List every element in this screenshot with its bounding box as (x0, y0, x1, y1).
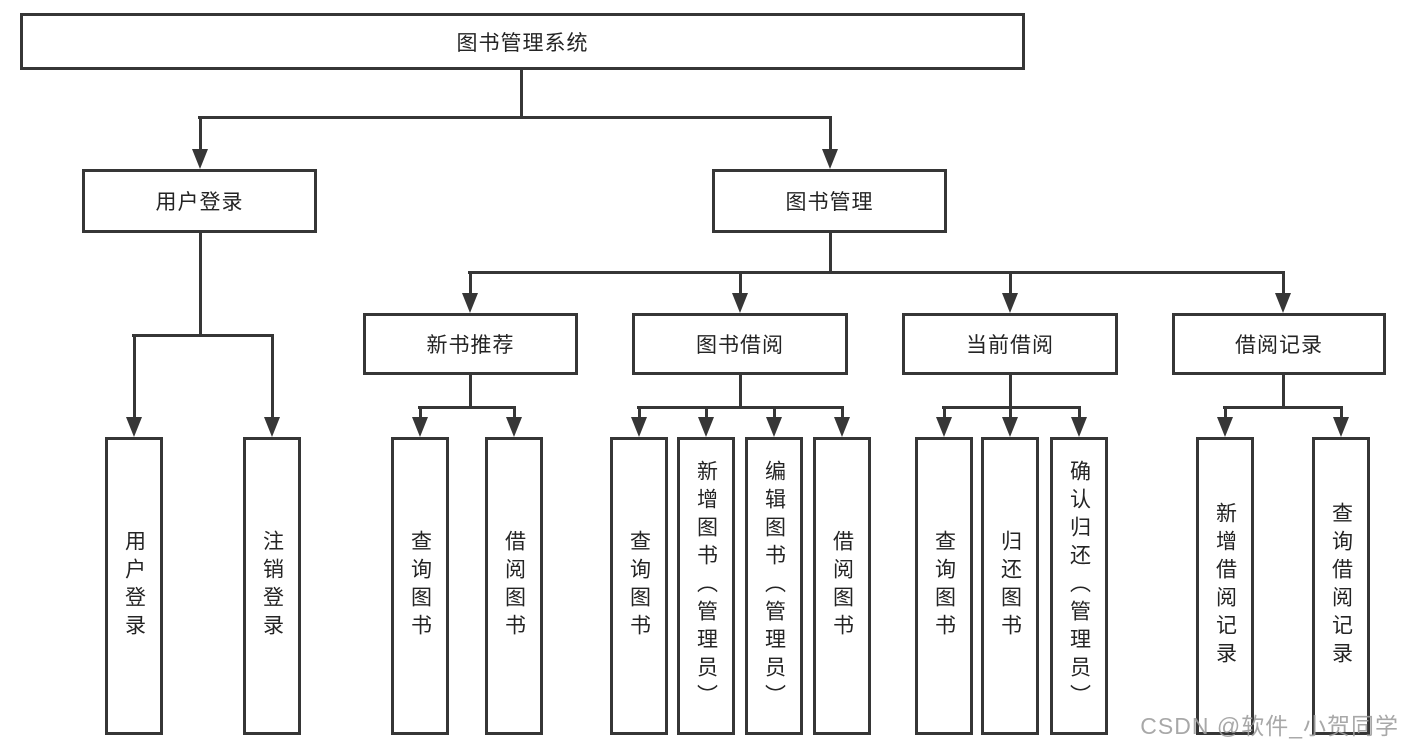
node-current-borrow-label: 当前借阅 (966, 334, 1054, 357)
arrow-down-icon (766, 417, 782, 437)
leaf-logout-label: 注销登录 (260, 530, 284, 642)
arrow-down-icon (506, 417, 522, 437)
connector-root-rail (198, 116, 832, 119)
node-book-management-label: 图书管理 (785, 191, 874, 214)
leaf-return-books: 归还图书 (981, 437, 1039, 735)
connector-book-mgmt-rail (468, 271, 1285, 274)
leaf-query-books-current: 查询图书 (915, 437, 973, 735)
node-root-label: 图书管理系统 (456, 31, 589, 55)
connector-shaft (1224, 406, 1227, 420)
connector-section-rail (637, 406, 844, 409)
node-new-book-recommend: 新书推荐 (363, 313, 578, 375)
node-user-login: 用户登录 (82, 169, 317, 233)
node-root: 图书管理系统 (20, 13, 1025, 70)
connector-section-rail (1223, 406, 1343, 409)
connector-shaft (1340, 406, 1343, 420)
connector-section-stem (469, 375, 472, 409)
arrow-down-icon (732, 293, 748, 313)
connector-shaft (829, 116, 832, 152)
csdn-watermark: CSDN @软件_小贺同学 (1140, 713, 1399, 739)
leaf-query-books-recommend: 查询图书 (391, 437, 449, 735)
arrow-down-icon (1002, 417, 1018, 437)
arrow-down-icon (192, 149, 208, 169)
arrow-down-icon (264, 417, 280, 437)
node-borrow-records-label: 借阅记录 (1235, 334, 1323, 357)
connector-shaft (773, 406, 776, 420)
arrow-down-icon (936, 417, 952, 437)
leaf-borrow-books-recommend-label: 借阅图书 (502, 530, 526, 642)
node-book-borrow: 图书借阅 (632, 313, 848, 375)
connector-user-login-stem (199, 233, 202, 336)
node-current-borrow: 当前借阅 (902, 313, 1118, 375)
leaf-confirm-return-admin-label: 确认归还（管理员） (1067, 460, 1091, 712)
connector-shaft (469, 271, 472, 296)
arrow-down-icon (698, 417, 714, 437)
connector-book-mgmt-stem (829, 233, 832, 273)
arrow-down-icon (631, 417, 647, 437)
node-book-management: 图书管理 (712, 169, 947, 233)
leaf-borrow-books-recommend: 借阅图书 (485, 437, 543, 735)
node-book-borrow-label: 图书借阅 (696, 334, 784, 357)
connector-section-stem (739, 375, 742, 409)
leaf-add-books-admin: 新增图书（管理员） (677, 437, 735, 735)
connector-shaft (1009, 271, 1012, 296)
leaf-query-books-current-label: 查询图书 (932, 530, 956, 642)
connector-shaft (841, 406, 844, 420)
arrow-down-icon (834, 417, 850, 437)
connector-section-stem (1009, 375, 1012, 409)
arrow-down-icon (126, 417, 142, 437)
connector-section-stem (1282, 375, 1285, 409)
connector-shaft (133, 334, 136, 418)
arrow-down-icon (1275, 293, 1291, 313)
leaf-return-books-label: 归还图书 (998, 530, 1022, 642)
arrow-down-icon (462, 293, 478, 313)
leaf-query-borrow-record: 查询借阅记录 (1312, 437, 1370, 735)
leaf-query-books-borrow-label: 查询图书 (627, 530, 651, 642)
node-borrow-records: 借阅记录 (1172, 313, 1386, 375)
arrow-down-icon (1071, 417, 1087, 437)
connector-section-rail (418, 406, 516, 409)
connector-shaft (1078, 406, 1081, 420)
connector-shaft (513, 406, 516, 420)
connector-shaft (199, 116, 202, 152)
leaf-query-books-borrow: 查询图书 (610, 437, 668, 735)
leaf-borrow-books-label: 借阅图书 (830, 530, 854, 642)
connector-shaft (705, 406, 708, 420)
leaf-logout: 注销登录 (243, 437, 301, 735)
leaf-add-books-admin-label: 新增图书（管理员） (694, 460, 718, 712)
connector-shaft (638, 406, 641, 420)
leaf-borrow-books: 借阅图书 (813, 437, 871, 735)
connector-root-stem (520, 70, 523, 118)
node-user-login-label: 用户登录 (155, 191, 244, 214)
connector-shaft (419, 406, 422, 420)
leaf-user-login-label: 用户登录 (122, 530, 146, 642)
arrow-down-icon (1002, 293, 1018, 313)
connector-shaft (943, 406, 946, 420)
connector-shaft (1009, 406, 1012, 420)
leaf-add-borrow-record-label: 新增借阅记录 (1213, 502, 1237, 670)
connector-shaft (1282, 271, 1285, 296)
leaf-edit-books-admin-label: 编辑图书（管理员） (762, 460, 786, 712)
leaf-query-borrow-record-label: 查询借阅记录 (1329, 502, 1353, 670)
leaf-add-borrow-record: 新增借阅记录 (1196, 437, 1254, 735)
connector-user-login-rail (132, 334, 274, 337)
leaf-query-books-recommend-label: 查询图书 (408, 530, 432, 642)
arrow-down-icon (822, 149, 838, 169)
connector-shaft (271, 334, 274, 418)
arrow-down-icon (1333, 417, 1349, 437)
leaf-user-login: 用户登录 (105, 437, 163, 735)
arrow-down-icon (1217, 417, 1233, 437)
leaf-edit-books-admin: 编辑图书（管理员） (745, 437, 803, 735)
node-new-book-recommend-label: 新书推荐 (426, 334, 515, 357)
arrow-down-icon (412, 417, 428, 437)
connector-shaft (739, 271, 742, 296)
leaf-confirm-return-admin: 确认归还（管理员） (1050, 437, 1108, 735)
